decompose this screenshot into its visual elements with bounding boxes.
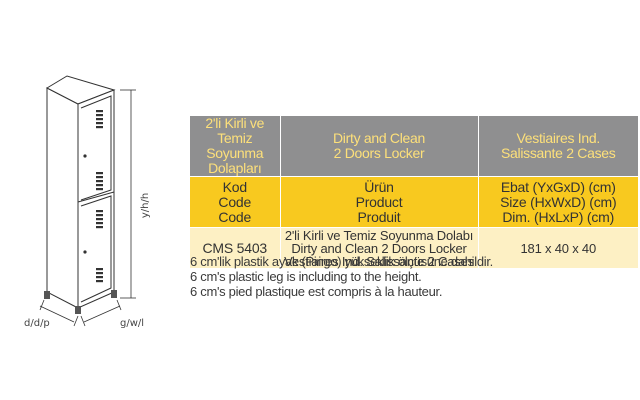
product-size-cell: 181 x 40 x 40 xyxy=(478,227,638,268)
column-code-header: Kod Code Code xyxy=(190,176,281,228)
header-turkish: 2'li Kirli ve Temiz Soyunma Dolapları xyxy=(190,116,281,177)
table-header-row: 2'li Kirli ve Temiz Soyunma Dolapları Di… xyxy=(190,116,638,177)
spec-table: 2'li Kirli ve Temiz Soyunma Dolapları Di… xyxy=(190,116,638,268)
column-size-header: Ebat (YxGxD) (cm) Size (HxWxD) (cm) Dim.… xyxy=(478,176,638,228)
height-label: y/h/h xyxy=(140,192,152,219)
vents-top-door xyxy=(96,110,103,191)
note-english: 6 cm's plastic leg is including to the h… xyxy=(190,269,422,284)
depth-label: d/d/p xyxy=(24,318,50,329)
locker-legs xyxy=(44,290,117,314)
locker-body xyxy=(45,75,116,309)
width-label: g/w/l xyxy=(120,318,145,329)
note-turkish: 6 cm'lik plastik ayak (Pingo) yükseklik … xyxy=(190,254,493,269)
table-subheader-row: Kod Code Code Ürün Product Produit Ebat … xyxy=(190,176,638,228)
column-product-header: Ürün Product Produit xyxy=(280,176,479,228)
note-french: 6 cm's pied plastique est compris à la h… xyxy=(190,284,443,299)
depth-dimension xyxy=(39,299,79,327)
height-dimension xyxy=(120,89,136,299)
table-row: CMS 5403 2'li Kirli ve Temiz Soyunma Dol… xyxy=(190,227,638,268)
header-english: Dirty and Clean 2 Doors Locker xyxy=(280,116,479,177)
header-french: Vestiaires Ind. Salissante 2 Cases xyxy=(478,116,638,177)
vents-bottom-door xyxy=(96,210,103,283)
product-code-cell: CMS 5403 xyxy=(190,227,281,268)
width-dimension xyxy=(80,299,122,327)
door-handle-top xyxy=(83,154,87,158)
locker-drawing xyxy=(39,75,136,327)
door-handle-bottom xyxy=(83,250,87,254)
product-name-cell: 2'li Kirli ve Temiz Soyunma Dolabı Dirty… xyxy=(280,227,479,268)
footnotes: 6 cm'lik plastik ayak (Pingo) yükseklik … xyxy=(190,254,493,299)
